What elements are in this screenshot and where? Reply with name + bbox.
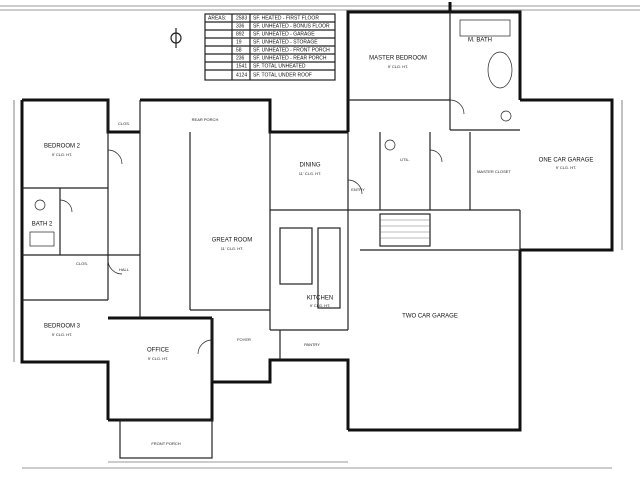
area-row-value: 336 [236,23,245,29]
room-bedroom3-ceiling: 9' CLG. HT. [52,332,73,337]
stairs [379,213,431,247]
top-dimension-ticks [0,5,640,11]
room-master-bedroom-ceiling: 9' CLG. HT. [388,64,409,69]
door-swings [59,99,465,355]
room-office-ceiling: 9' CLG. HT. [148,356,169,361]
area-row-value: 892 [236,31,245,37]
room-kitchen-ceiling: 9' CLG. HT. [310,303,331,308]
room-bath2-label: BATH 2 [32,222,53,228]
room-labels: BEDROOM 2 9' CLG. HT. BEDROOM 3 9' CLG. … [32,38,594,446]
dimension-lines [13,100,623,469]
room-entry-label: ENTRY [351,187,365,192]
room-clos-mid-label: CLOS. [76,261,88,266]
room-great-room-ceiling: 11' CLG. HT. [221,246,243,251]
area-table-header: AREAS: [208,15,226,21]
area-row-desc: SF. TOTAL UNDER ROOF [253,72,312,78]
room-office-label: OFFICE [147,348,169,354]
area-row-value: 19 [236,39,242,45]
room-master-bedroom-label: MASTER BEDROOM [369,56,427,62]
room-front-porch-label: FRONT PORCH [151,441,180,446]
room-foyer-label: FOYER [237,337,251,342]
area-row-value: 236 [236,55,245,61]
area-row-value: 2583 [236,15,247,21]
room-bedroom2-ceiling: 9' CLG. HT. [52,152,73,157]
room-m-bath-label: M. BATH [468,38,492,44]
area-row-desc: SF. UNHEATED - FRONT PORCH [253,47,330,53]
area-row-desc: SF. UNHEATED - REAR PORCH [253,55,327,61]
room-hall-label: HALL [119,267,130,272]
room-bedroom3-label: BEDROOM 3 [44,324,81,330]
area-row-value: 4124 [236,72,247,78]
room-two-car-garage-label: TWO CAR GARAGE [402,314,458,320]
area-row-desc: SF. TOTAL UNHEATED [253,63,306,69]
room-clos-top-label: CLOS. [118,121,130,126]
area-row-desc: SF. UNHEATED - BONUS FLOOR [253,23,330,29]
area-table: AREAS: 2583 SF. HEATED - FIRST FLOOR 336… [204,13,336,81]
room-bedroom2-label: BEDROOM 2 [44,144,81,150]
bath-fixtures [29,19,513,247]
room-dining-ceiling: 11' CLG. HT. [299,171,321,176]
room-dining-label: DINING [300,163,321,169]
room-pantry-label: PANTRY [304,342,320,347]
room-kitchen-label: KITCHEN [307,296,333,302]
room-great-room-label: GREAT ROOM [212,238,252,244]
area-row-value: 1541 [236,63,247,69]
interior-walls [22,12,521,382]
area-row-desc: SF. UNHEATED - GARAGE [253,31,315,37]
room-rear-porch-label: REAR PORCH [192,117,219,122]
area-row-value: 58 [236,47,242,53]
room-one-car-garage-ceiling: 9' CLG. HT. [556,165,577,170]
area-row-desc: SF. HEATED - FIRST FLOOR [253,15,319,21]
area-row-desc: SF. UNHEATED - STORAGE [253,39,318,45]
room-master-closet-label: MASTER CLOSET [477,169,511,174]
north-arrow-icon [170,28,182,48]
room-utility-label: UTIL. [400,157,410,162]
room-one-car-garage-label: ONE CAR GARAGE [539,158,594,164]
